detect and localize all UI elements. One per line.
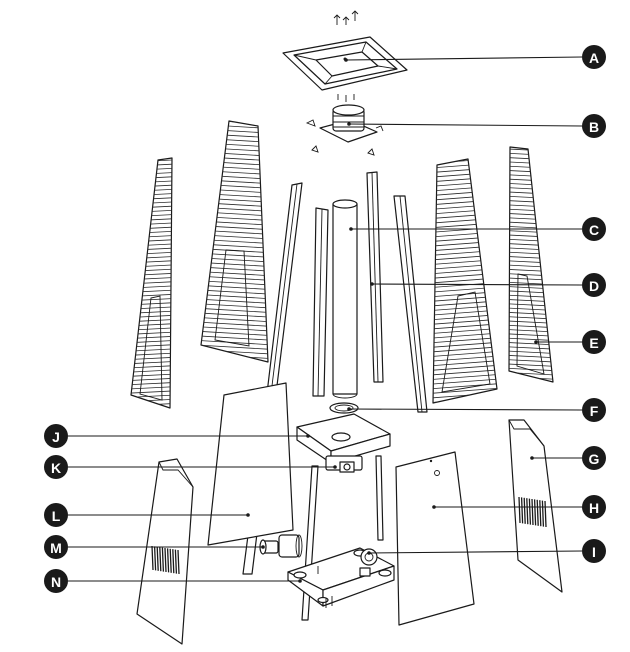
front-door-panel — [395, 451, 475, 626]
callout-letter-e: E — [589, 335, 598, 351]
leader-dot-c — [349, 227, 353, 231]
leader-dot-i — [367, 551, 371, 555]
callout-j: J — [44, 424, 310, 448]
leader-dot-e — [534, 340, 538, 344]
callout-letter-g: G — [589, 451, 600, 467]
leader-dot-a — [344, 58, 348, 62]
control-valve — [325, 455, 363, 473]
left-front-panel — [136, 458, 194, 645]
leader-line-d — [371, 283, 583, 286]
leader-dot-k — [333, 465, 337, 469]
callout-badge-e — [582, 330, 606, 354]
callout-letter-k: K — [51, 460, 61, 476]
callout-layer: A B C D E F G H I JK LM N — [44, 45, 606, 593]
top-screws — [333, 10, 359, 25]
leader-dot-j — [306, 434, 310, 438]
callout-badge-k — [44, 455, 68, 479]
callout-badge-a — [582, 45, 606, 69]
leader-line-a — [345, 56, 583, 61]
callout-badge-g — [582, 446, 606, 470]
base-frame — [287, 455, 395, 621]
callout-letter-b: B — [589, 119, 599, 135]
callout-badge-i — [582, 539, 606, 563]
right-mesh-panel-inner — [432, 158, 498, 404]
callout-badge-f — [582, 398, 606, 422]
callout-badge-c — [582, 217, 606, 241]
callout-d: D — [370, 273, 606, 297]
wheel-fitting — [259, 534, 303, 558]
leader-dot-g — [530, 456, 534, 460]
callout-letter-d: D — [589, 278, 599, 294]
leader-dot-d — [370, 282, 374, 286]
callout-letter-a: A — [589, 50, 599, 66]
leader-dot-n — [298, 579, 302, 583]
callout-letter-h: H — [589, 500, 599, 516]
top-cap — [282, 36, 408, 91]
callout-n: N — [44, 569, 302, 593]
callout-h: H — [432, 495, 606, 519]
callout-badge-h — [582, 495, 606, 519]
callout-badge-j — [44, 424, 68, 448]
rear-side-panel — [508, 419, 563, 593]
callout-a: A — [344, 45, 606, 69]
leader-dot-l — [246, 513, 250, 517]
callout-letter-c: C — [589, 222, 599, 238]
callout-badge-n — [44, 569, 68, 593]
callout-i: I — [367, 539, 606, 563]
callout-badge-m — [44, 535, 68, 559]
leader-line-i — [368, 550, 583, 554]
callout-letter-m: M — [50, 540, 62, 556]
leader-dot-f — [347, 407, 351, 411]
leader-dot-b — [347, 122, 351, 126]
callout-f: F — [347, 398, 606, 422]
glass-tube — [332, 199, 358, 399]
callout-badge-b — [582, 114, 606, 138]
callout-g: G — [530, 446, 606, 470]
leader-line-b — [348, 123, 583, 127]
callout-l: L — [44, 503, 250, 527]
gasket-ring — [329, 402, 359, 414]
leader-dot-h — [432, 505, 436, 509]
left-mesh-panel-inner — [200, 120, 269, 363]
callout-letter-f: F — [590, 403, 599, 419]
callout-e: E — [534, 330, 606, 354]
left-side-panel — [207, 382, 294, 546]
callout-letter-l: L — [52, 508, 61, 524]
left-mesh-panel-outer — [130, 157, 173, 409]
callout-b: B — [347, 114, 606, 138]
callout-letter-i: I — [592, 544, 596, 560]
callout-c: C — [349, 217, 606, 241]
burner-head — [305, 94, 384, 156]
callout-letter-n: N — [51, 574, 61, 590]
callout-badge-l — [44, 503, 68, 527]
callout-letter-j: J — [52, 429, 60, 445]
leader-line-f — [348, 408, 583, 411]
leader-dot-m — [261, 545, 265, 549]
callout-m: M — [44, 535, 265, 559]
right-mesh-panel-outer — [508, 146, 554, 383]
callout-k: K — [44, 455, 337, 479]
callout-badge-d — [582, 273, 606, 297]
